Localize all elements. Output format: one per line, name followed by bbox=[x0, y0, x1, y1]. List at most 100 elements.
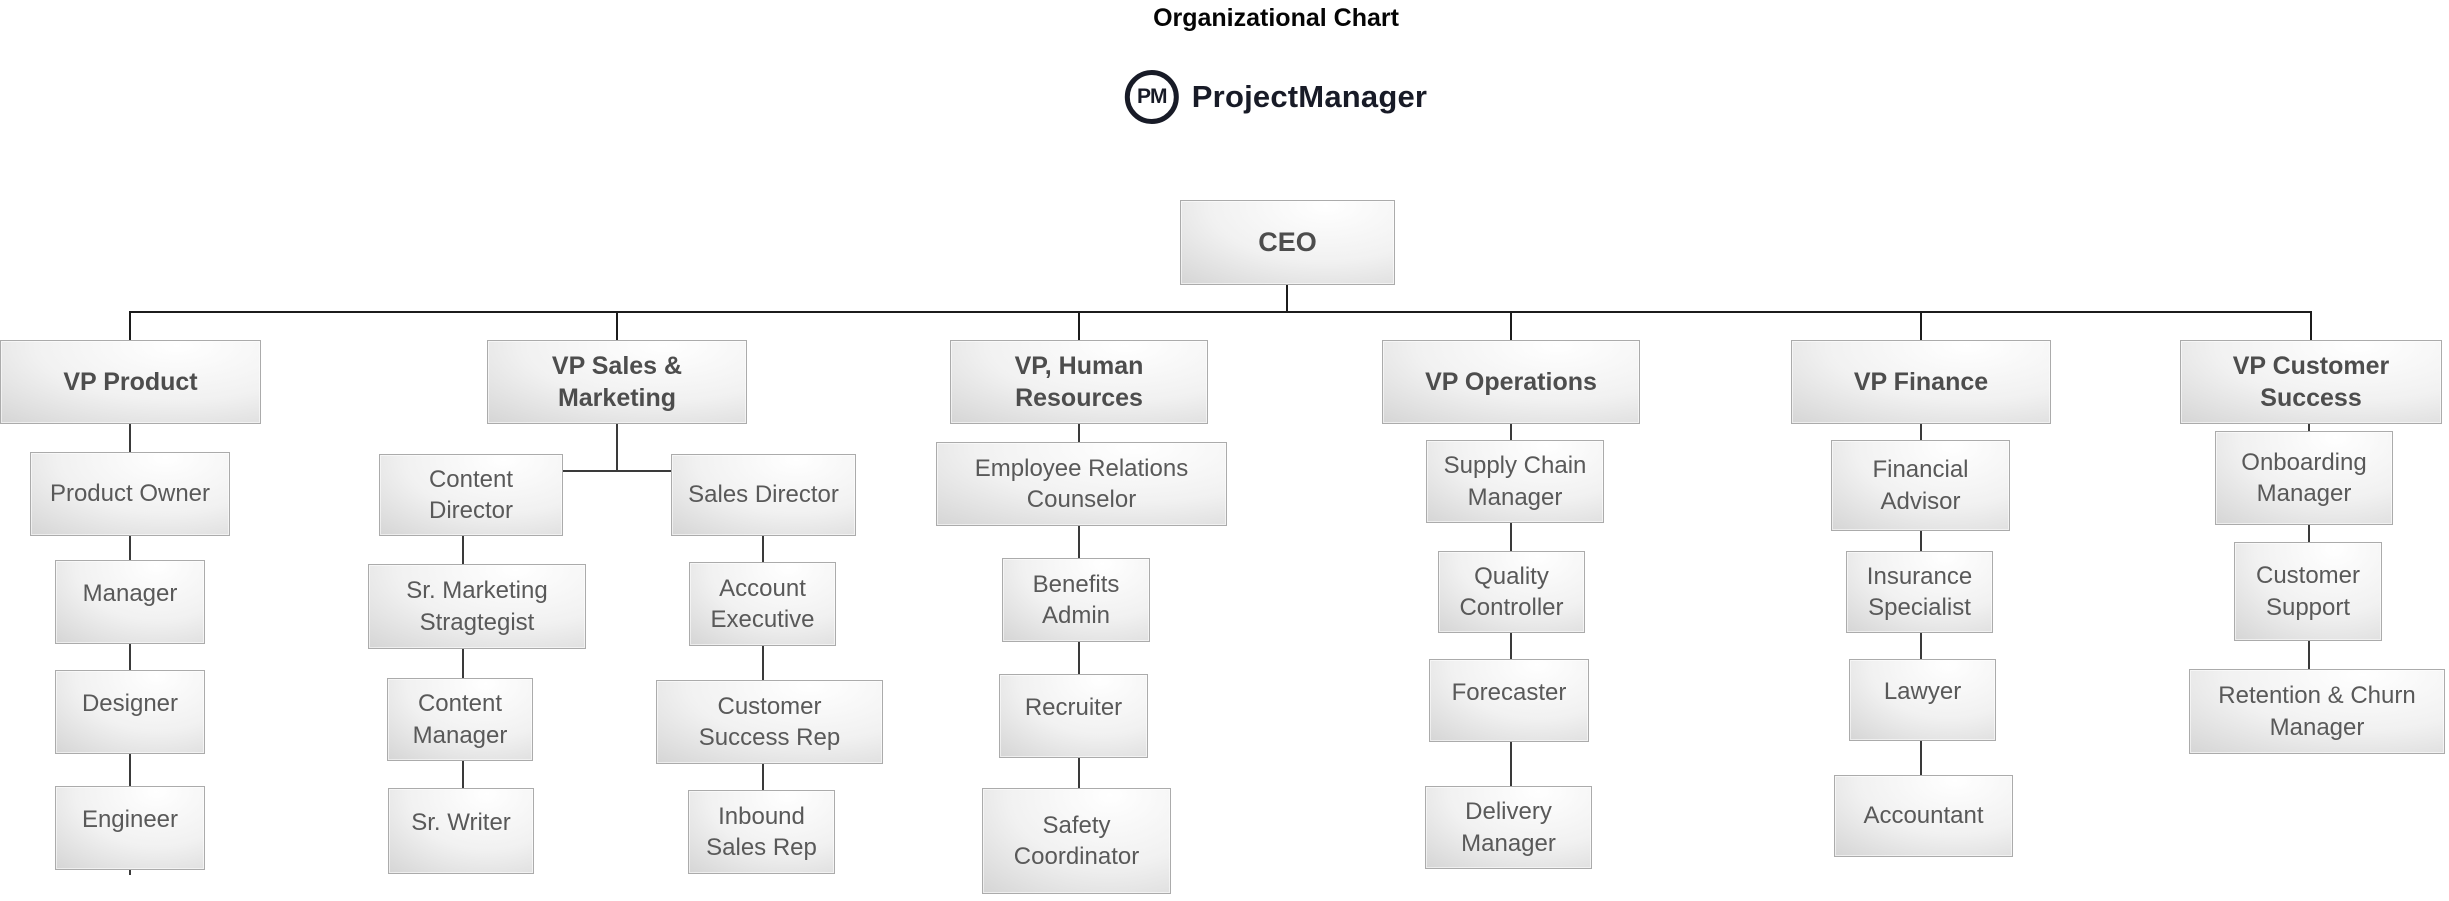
connector-line bbox=[1510, 424, 1512, 440]
org-node-vp-sales-marketing-label: VP Sales & Marketing bbox=[551, 351, 683, 413]
org-node-delivery-manager-label: Delivery Manager bbox=[1461, 798, 1556, 857]
org-node-quality-controller-label: Quality Controller bbox=[1459, 562, 1564, 621]
org-node-content-director-label: Content Director bbox=[428, 465, 514, 524]
org-node-accountant: Accountant bbox=[1834, 775, 2013, 857]
org-node-manager-label: Manager bbox=[82, 580, 178, 608]
org-node-customer-support: Customer Support bbox=[2234, 542, 2382, 641]
org-node-insurance-specialist-label: Insurance Specialist bbox=[1866, 562, 1973, 621]
org-node-forecaster-label: Forecaster bbox=[1451, 678, 1567, 706]
org-node-account-executive-label: Account Executive bbox=[710, 574, 815, 633]
connector-line bbox=[1920, 424, 1922, 440]
connector-line bbox=[2308, 525, 2310, 542]
org-node-employee-relations-counselor-label: Employee Relations Counselor bbox=[974, 454, 1189, 513]
org-node-financial-advisor: Financial Advisor bbox=[1831, 440, 2010, 531]
org-node-product-owner: Product Owner bbox=[30, 452, 230, 536]
org-node-sr-marketing-strategist-label: Sr. Marketing Stragtegist bbox=[406, 577, 548, 636]
org-node-sr-writer-label: Sr. Writer bbox=[411, 809, 511, 837]
org-node-delivery-manager: Delivery Manager bbox=[1425, 786, 1592, 869]
org-node-employee-relations-counselor: Employee Relations Counselor bbox=[936, 442, 1227, 526]
org-node-financial-advisor-label: Financial Advisor bbox=[1872, 456, 1969, 515]
org-node-vp-finance-label: VP Finance bbox=[1853, 367, 1989, 396]
connector-line bbox=[129, 313, 131, 340]
org-node-inbound-sales-rep: Inbound Sales Rep bbox=[688, 790, 835, 874]
org-node-vp-finance: VP Finance bbox=[1791, 340, 2051, 424]
connector-line bbox=[129, 424, 131, 452]
connector-line bbox=[1510, 633, 1512, 659]
logo-company-name: ProjectManager bbox=[1191, 79, 1428, 114]
org-node-lawyer-label: Lawyer bbox=[1883, 678, 1962, 706]
org-node-vp-operations: VP Operations bbox=[1382, 340, 1640, 424]
org-node-supply-chain-manager-label: Supply Chain Manager bbox=[1443, 452, 1587, 511]
connector-line bbox=[462, 536, 464, 564]
org-node-engineer-label: Engineer bbox=[81, 806, 179, 834]
connector-line bbox=[129, 536, 131, 560]
org-node-benefits-admin-label: Benefits Admin bbox=[1032, 570, 1120, 629]
org-node-customer-success-rep: Customer Success Rep bbox=[656, 680, 883, 764]
org-node-vp-customer-success-label: VP Customer Success bbox=[2232, 351, 2390, 413]
connector-line bbox=[2308, 641, 2310, 669]
page-title: Organizational Chart bbox=[1153, 4, 1399, 32]
connector-line bbox=[462, 649, 464, 678]
connector-line bbox=[1286, 285, 1288, 313]
connector-line bbox=[1510, 313, 1512, 340]
connector-line bbox=[616, 424, 618, 472]
org-node-vp-human-resources: VP, Human Resources bbox=[950, 340, 1208, 424]
connector-line bbox=[1078, 526, 1080, 558]
org-node-sr-marketing-strategist: Sr. Marketing Stragtegist bbox=[368, 564, 586, 649]
org-node-onboarding-manager: Onboarding Manager bbox=[2215, 431, 2393, 525]
org-node-retention-churn-manager-label: Retention & Churn Manager bbox=[2218, 682, 2416, 741]
org-node-supply-chain-manager: Supply Chain Manager bbox=[1426, 440, 1604, 523]
connector-line bbox=[1078, 642, 1080, 674]
pm-monogram-icon: PM bbox=[1124, 70, 1179, 124]
connector-line bbox=[129, 754, 131, 786]
connector-line bbox=[1920, 531, 1922, 551]
projectmanager-logo: PM ProjectManager bbox=[1124, 70, 1428, 124]
org-node-designer-label: Designer bbox=[81, 690, 179, 718]
org-node-ceo: CEO bbox=[1180, 200, 1395, 285]
connector-line bbox=[2310, 313, 2312, 340]
org-node-vp-sales-marketing: VP Sales & Marketing bbox=[487, 340, 747, 424]
connector-line bbox=[129, 644, 131, 670]
connector-line bbox=[762, 536, 764, 562]
org-node-designer: Designer bbox=[55, 670, 205, 754]
connector-line bbox=[2308, 424, 2310, 431]
org-node-safety-coordinator-label: Safety Coordinator bbox=[1013, 811, 1140, 870]
connector-line bbox=[1920, 313, 1922, 340]
connector-line bbox=[762, 646, 764, 680]
org-node-sr-writer: Sr. Writer bbox=[388, 788, 534, 874]
org-node-engineer: Engineer bbox=[55, 786, 205, 870]
org-node-product-owner-label: Product Owner bbox=[49, 480, 211, 508]
connector-line bbox=[1078, 424, 1080, 442]
org-node-forecaster: Forecaster bbox=[1429, 659, 1589, 742]
connector-line bbox=[1078, 758, 1080, 788]
org-node-inbound-sales-rep-label: Inbound Sales Rep bbox=[706, 802, 817, 861]
org-node-recruiter-label: Recruiter bbox=[1024, 694, 1123, 722]
org-node-vp-human-resources-label: VP, Human Resources bbox=[1014, 351, 1144, 413]
org-node-insurance-specialist: Insurance Specialist bbox=[1846, 551, 1993, 633]
org-node-sales-director: Sales Director bbox=[671, 454, 856, 536]
org-node-lawyer: Lawyer bbox=[1849, 659, 1996, 741]
org-node-retention-churn-manager: Retention & Churn Manager bbox=[2189, 669, 2445, 754]
org-node-customer-support-label: Customer Support bbox=[2255, 562, 2361, 621]
org-node-vp-customer-success: VP Customer Success bbox=[2180, 340, 2442, 424]
org-node-account-executive: Account Executive bbox=[689, 562, 836, 646]
org-node-vp-operations-label: VP Operations bbox=[1425, 367, 1597, 396]
org-node-quality-controller: Quality Controller bbox=[1438, 551, 1585, 633]
connector-line bbox=[1510, 523, 1512, 551]
connector-line bbox=[462, 761, 464, 788]
org-node-vp-product: VP Product bbox=[0, 340, 261, 424]
org-node-onboarding-manager-label: Onboarding Manager bbox=[2241, 448, 2367, 507]
org-node-manager: Manager bbox=[55, 560, 205, 644]
org-node-accountant-label: Accountant bbox=[1863, 802, 1984, 830]
connector-line bbox=[563, 470, 671, 472]
connector-line bbox=[616, 313, 618, 340]
org-node-ceo-label: CEO bbox=[1258, 226, 1317, 257]
org-node-content-manager: Content Manager bbox=[387, 678, 533, 761]
org-node-sales-director-label: Sales Director bbox=[688, 481, 839, 509]
connector-line bbox=[762, 764, 764, 790]
connector-line bbox=[129, 311, 2312, 313]
connector-line bbox=[129, 870, 131, 875]
connector-line bbox=[1078, 313, 1080, 340]
org-node-content-manager-label: Content Manager bbox=[412, 690, 508, 749]
org-node-content-director: Content Director bbox=[379, 454, 563, 536]
